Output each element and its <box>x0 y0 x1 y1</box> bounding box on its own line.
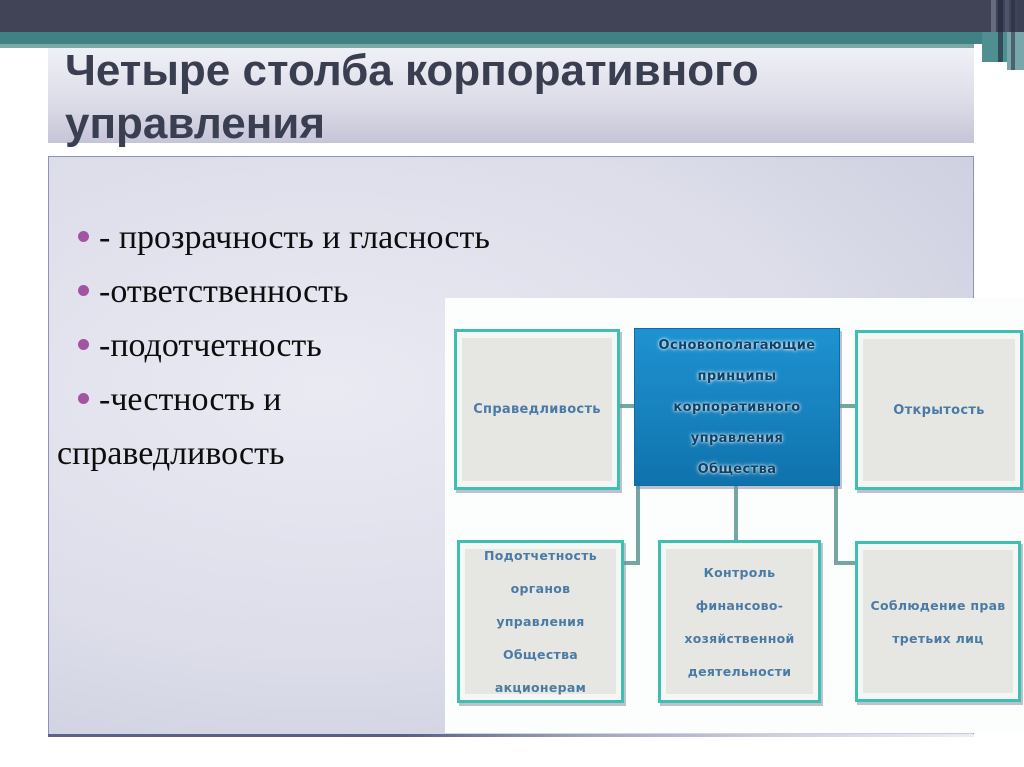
diagram-box-label: Соблюдение прав третьих лиц <box>863 550 1013 693</box>
diagram-box-label: Подотчетность органов управления Обществ… <box>465 548 616 695</box>
list-item: -ответственность <box>57 266 657 320</box>
diagram-box-fairness: Справедливость <box>454 329 620 490</box>
list-item: -честность и <box>57 374 657 428</box>
bullet-icon <box>78 393 89 404</box>
header-teal-bar <box>0 32 1024 44</box>
governance-diagram: Справедливость Основополагающие принципы… <box>445 298 1024 733</box>
bullet-text: -ответственность <box>99 273 349 310</box>
connector-left-horizontal <box>614 404 634 408</box>
connector-right-horizontal <box>838 404 855 408</box>
list-item: -подотчетность <box>57 320 657 374</box>
slide-title: Четыре столба корпоративного управления <box>65 46 759 148</box>
bullet-icon <box>78 285 89 296</box>
diagram-box-central-principles: Основополагающие принципы корпоративного… <box>634 328 840 486</box>
list-item-continuation: справедливость <box>57 428 657 482</box>
list-item: - прозрачность и гласность <box>57 212 657 266</box>
diagram-box-label: Справедливость <box>462 338 612 481</box>
title-band: Четыре столба корпоративного управления <box>48 46 974 148</box>
bullet-text: -подотчетность <box>99 327 322 364</box>
connector-bottomright-elbow <box>834 561 855 565</box>
diagram-box-accountability: Подотчетность органов управления Обществ… <box>457 540 624 703</box>
edge-stripe <box>998 0 1003 62</box>
connector-bottomright-vertical <box>834 484 838 565</box>
edge-stripe <box>991 0 996 32</box>
bullet-text: -честность и <box>99 381 282 418</box>
bullet-list: - прозрачность и гласность -ответственно… <box>57 212 657 482</box>
connector-bottomleft-elbow <box>618 561 640 565</box>
diagram-box-financial-control: Контроль финансово- хозяйственной деятел… <box>658 540 821 703</box>
edge-stripe <box>1017 0 1024 32</box>
bullet-icon <box>78 231 89 242</box>
edge-stripe <box>1011 0 1015 70</box>
content-panel-bottom-border <box>48 734 974 737</box>
diagram-box-label: Открытость <box>863 339 1015 481</box>
connector-center-vertical <box>734 484 738 540</box>
header-dark-bar <box>0 0 1024 32</box>
connector-bottomleft-vertical <box>636 484 640 565</box>
diagram-box-third-party-rights: Соблюдение прав третьих лиц <box>855 541 1021 702</box>
header-teal-corner-block-light <box>1007 32 1024 70</box>
bullet-icon <box>78 339 89 350</box>
diagram-box-label: Контроль финансово- хозяйственной деятел… <box>666 549 813 694</box>
bullet-text: справедливость <box>57 435 285 472</box>
header-teal-substripe <box>0 44 974 48</box>
bullet-text: - прозрачность и гласность <box>99 219 490 256</box>
diagram-box-openness: Открытость <box>855 330 1023 490</box>
edge-stripe <box>1005 0 1009 32</box>
